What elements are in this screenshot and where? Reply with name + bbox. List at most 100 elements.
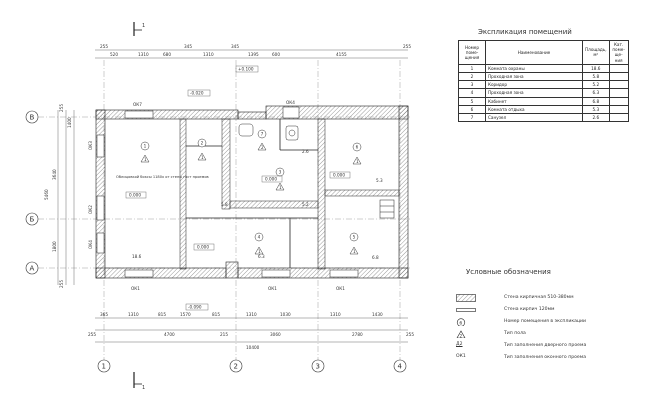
entrance-porch — [379, 199, 395, 219]
axis-marker-v: В — [25, 110, 39, 124]
cell-name: Комната отдыха — [485, 104, 583, 115]
dim-bottom: 1310 — [128, 312, 139, 317]
legend-text: Стена кирпичная 510-380мм — [504, 295, 574, 300]
table-row: 5 Кабинет 6.8 — [458, 96, 629, 106]
legend-title: Условные обозначения — [466, 268, 551, 276]
room-area: 6.3 — [258, 254, 265, 259]
cell-area: 2.6 — [582, 113, 610, 123]
exterior-walls — [95, 105, 409, 279]
room-marker-3: 3 1 5.2 — [275, 167, 309, 207]
room-area: 5.8 — [221, 202, 228, 207]
window-mark: ОК7 — [133, 102, 142, 107]
door-mark-icon: Д2 — [456, 342, 463, 347]
window-mark: ОК2 — [88, 205, 93, 214]
floor-type: 1 — [144, 157, 147, 162]
cell-category — [608, 88, 629, 98]
dimension-labels-top: 255 520 1310 680 345 1310 345 1395 600 4… — [100, 44, 411, 57]
legend-text: Тип пола — [504, 331, 526, 336]
table-header-row: Номер поме-щения Наименование Площадь, м… — [458, 40, 629, 65]
table-row: 2 Проходная зона 5.8 — [458, 72, 629, 82]
legend-text: Тип заполнения дверного проема — [504, 343, 587, 348]
table-row: 3 Коридор 5.2 — [458, 80, 629, 90]
dim-bottom: 365 — [100, 312, 108, 317]
thin-wall-icon — [456, 308, 476, 312]
axis-marker-a: А — [25, 261, 39, 275]
dim-left: 255 — [59, 104, 64, 112]
cell-number: 5 — [458, 96, 486, 106]
dim-left: 3640 — [52, 169, 57, 180]
dim-top: 345 — [231, 44, 239, 49]
level-value: +0.100 — [238, 67, 254, 72]
axis-grid — [38, 60, 410, 360]
dim-bottom: 815 — [158, 312, 166, 317]
room-marker-4: 4 1 6.3 — [254, 232, 265, 259]
level-labels: 0.000 0.000 0.000 0.000 -0.020 +0.100 -0… — [129, 67, 345, 310]
window-mark: ОК1 — [131, 286, 140, 291]
cell-name: Проходная зона — [485, 88, 583, 98]
floor-type: 1 — [356, 159, 359, 164]
legend-mark: 2 — [460, 333, 463, 338]
legend-item: Стена кирпич 120мм — [456, 306, 646, 318]
axis-label: А — [30, 265, 35, 273]
axis-label: 3 — [316, 363, 320, 371]
dim-bottom: 1310 — [330, 312, 341, 317]
interior-walls — [179, 118, 400, 270]
dimension-lines-top — [95, 49, 408, 59]
room-area: 5.3 — [376, 178, 383, 183]
legend-text: Стена кирпич 120мм — [504, 307, 555, 312]
room-number: 6 — [356, 145, 359, 150]
section-mark-label: 1 — [142, 385, 145, 391]
cell-category — [608, 63, 629, 74]
room-marker-2: 2 1 5.8 — [197, 138, 228, 207]
level-value: 0.000 — [333, 173, 345, 178]
dim-left: 1400 — [67, 117, 72, 128]
floor-type: 1 — [258, 249, 261, 254]
table-row: 6 Комната отдыха 5.3 — [458, 104, 629, 115]
dim-left: 5460 — [44, 189, 49, 200]
cell-number: 2 — [458, 72, 486, 82]
cell-number: 1 — [458, 63, 486, 74]
dim-top: 520 — [110, 52, 118, 57]
cell-area: 18.6 — [582, 63, 610, 74]
legend-item: 6 Номер помещения в экспликации — [456, 318, 646, 330]
legend-item: Д2 Тип заполнения дверного проема — [456, 342, 646, 354]
cell-area: 5.2 — [582, 80, 610, 90]
cell-number: 7 — [458, 113, 486, 123]
axis-label: Б — [30, 216, 35, 224]
section-mark-label: 1 — [142, 23, 145, 29]
window-mark: ОК4 — [88, 240, 93, 249]
room-number: 2 — [201, 141, 204, 146]
level-value: 0.000 — [265, 177, 277, 182]
room-number: 4 — [258, 235, 261, 240]
legend-mark: 6 — [459, 320, 462, 326]
level-marks — [125, 65, 351, 311]
window-mark: ОК1 — [268, 286, 277, 291]
dim-bottom: 1310 — [246, 312, 257, 317]
axis-label: В — [30, 114, 35, 122]
room-area: 5.2 — [302, 202, 309, 207]
window-mark: ОК3 — [88, 141, 93, 150]
cell-area: 6.8 — [582, 96, 610, 106]
legend-text: Номер помещения в экспликации — [504, 319, 587, 324]
dim-bottom: 255 — [88, 332, 96, 337]
col-header-category: Кат. поме-ще-ния — [608, 40, 629, 65]
axis-marker-1: 1 — [97, 359, 111, 373]
axis-label: 2 — [234, 363, 238, 371]
dim-total: 10400 — [246, 345, 260, 350]
cell-category — [608, 113, 629, 123]
cell-name: Комната охраны — [485, 63, 583, 74]
room-marker-6: 6 1 5.3 — [352, 142, 383, 183]
floor-type-icon: 2 — [456, 330, 466, 338]
dim-top: 255 — [100, 44, 108, 49]
dim-top: 1310 — [138, 52, 149, 57]
dimension-labels-bottom-2: 255 4700 215 3060 2780 255 10400 — [88, 332, 414, 350]
sanitary-fixtures — [238, 123, 299, 141]
explication-table: Номер поме-щения Наименование Площадь, м… — [458, 40, 629, 123]
dim-bottom: 2780 — [352, 332, 363, 337]
dim-top: 4155 — [336, 52, 347, 57]
dimension-lines-bottom — [95, 317, 408, 343]
dimension-lines-left — [57, 110, 75, 285]
window-mark: ОК4 — [286, 100, 295, 105]
cell-area: 6.3 — [582, 88, 610, 98]
room-marker-1: 1 1 18.6 — [132, 141, 150, 259]
